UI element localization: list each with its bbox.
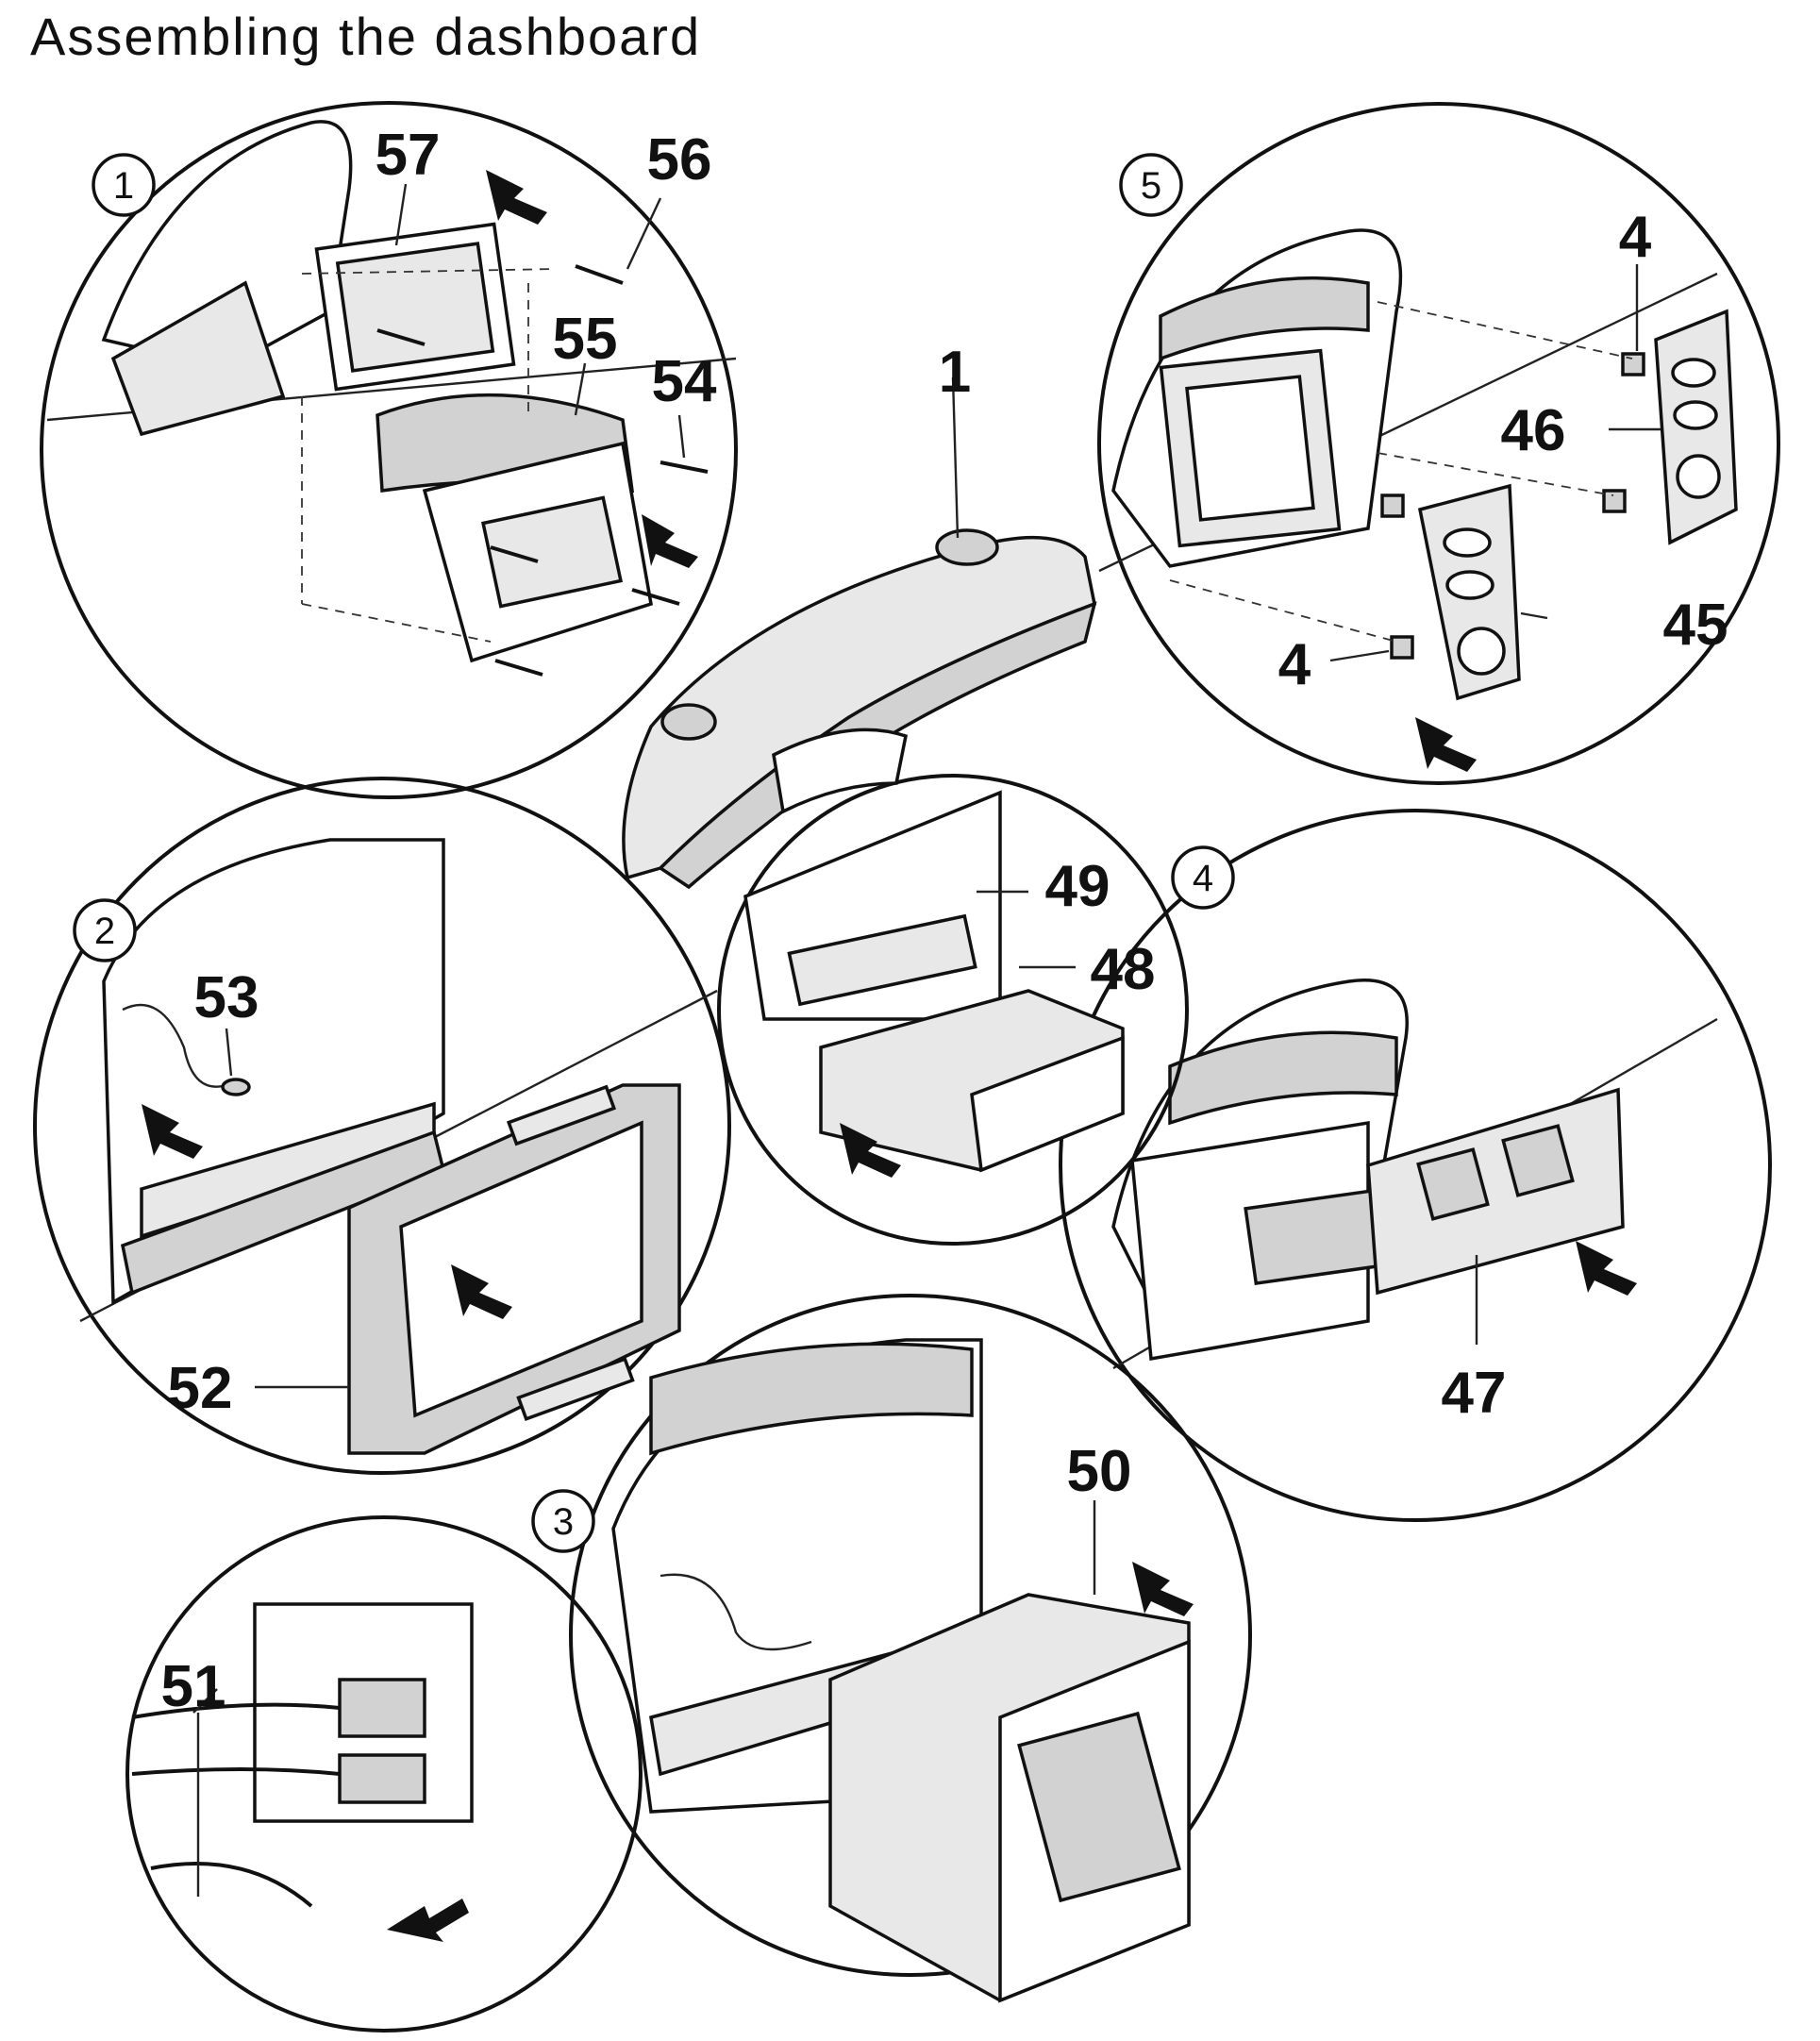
step-badge-4: 4 [1171, 845, 1235, 910]
callout-53: 53 [194, 965, 259, 1030]
step-badge-3: 3 [531, 1489, 595, 1553]
svg-text:2: 2 [94, 911, 115, 952]
step-badge-5: 5 [1119, 153, 1183, 217]
callout-50: 50 [1067, 1439, 1132, 1504]
svg-text:5: 5 [1141, 165, 1161, 207]
callout-57: 57 [376, 123, 441, 188]
callout-4-bottom: 4 [1278, 632, 1311, 697]
callout-1: 1 [939, 340, 971, 405]
detail-circle-step-5 [1097, 102, 1780, 785]
svg-text:1: 1 [113, 165, 134, 207]
callout-54: 54 [652, 349, 717, 414]
svg-text:3: 3 [553, 1501, 574, 1543]
callout-55: 55 [553, 307, 618, 372]
detail-circle-step-3-connectors [125, 1515, 643, 2033]
svg-text:4: 4 [1193, 858, 1213, 899]
callout-45: 45 [1663, 593, 1728, 658]
callout-52: 52 [168, 1356, 233, 1421]
dashboard-part-1 [622, 376, 1097, 890]
detail-circle-step-2 [33, 777, 731, 1475]
detail-circle-step-3 [569, 1294, 1252, 2003]
screw-56 [575, 264, 624, 285]
callout-46: 46 [1501, 398, 1566, 463]
detail-circle-step-1 [40, 101, 738, 799]
detail-circle-step-4-radio [717, 774, 1189, 1246]
page-title: Assembling the dashboard [30, 7, 702, 66]
detail-circle-step-4 [1059, 809, 1772, 1522]
callout-51: 51 [161, 1654, 226, 1719]
callout-56: 56 [647, 127, 712, 192]
callout-48: 48 [1091, 937, 1156, 1002]
step-badge-2: 2 [73, 898, 137, 962]
callout-47: 47 [1442, 1361, 1507, 1426]
callout-4-top: 4 [1619, 205, 1652, 270]
step-badge-1: 1 [92, 153, 156, 217]
callout-49: 49 [1045, 854, 1110, 919]
